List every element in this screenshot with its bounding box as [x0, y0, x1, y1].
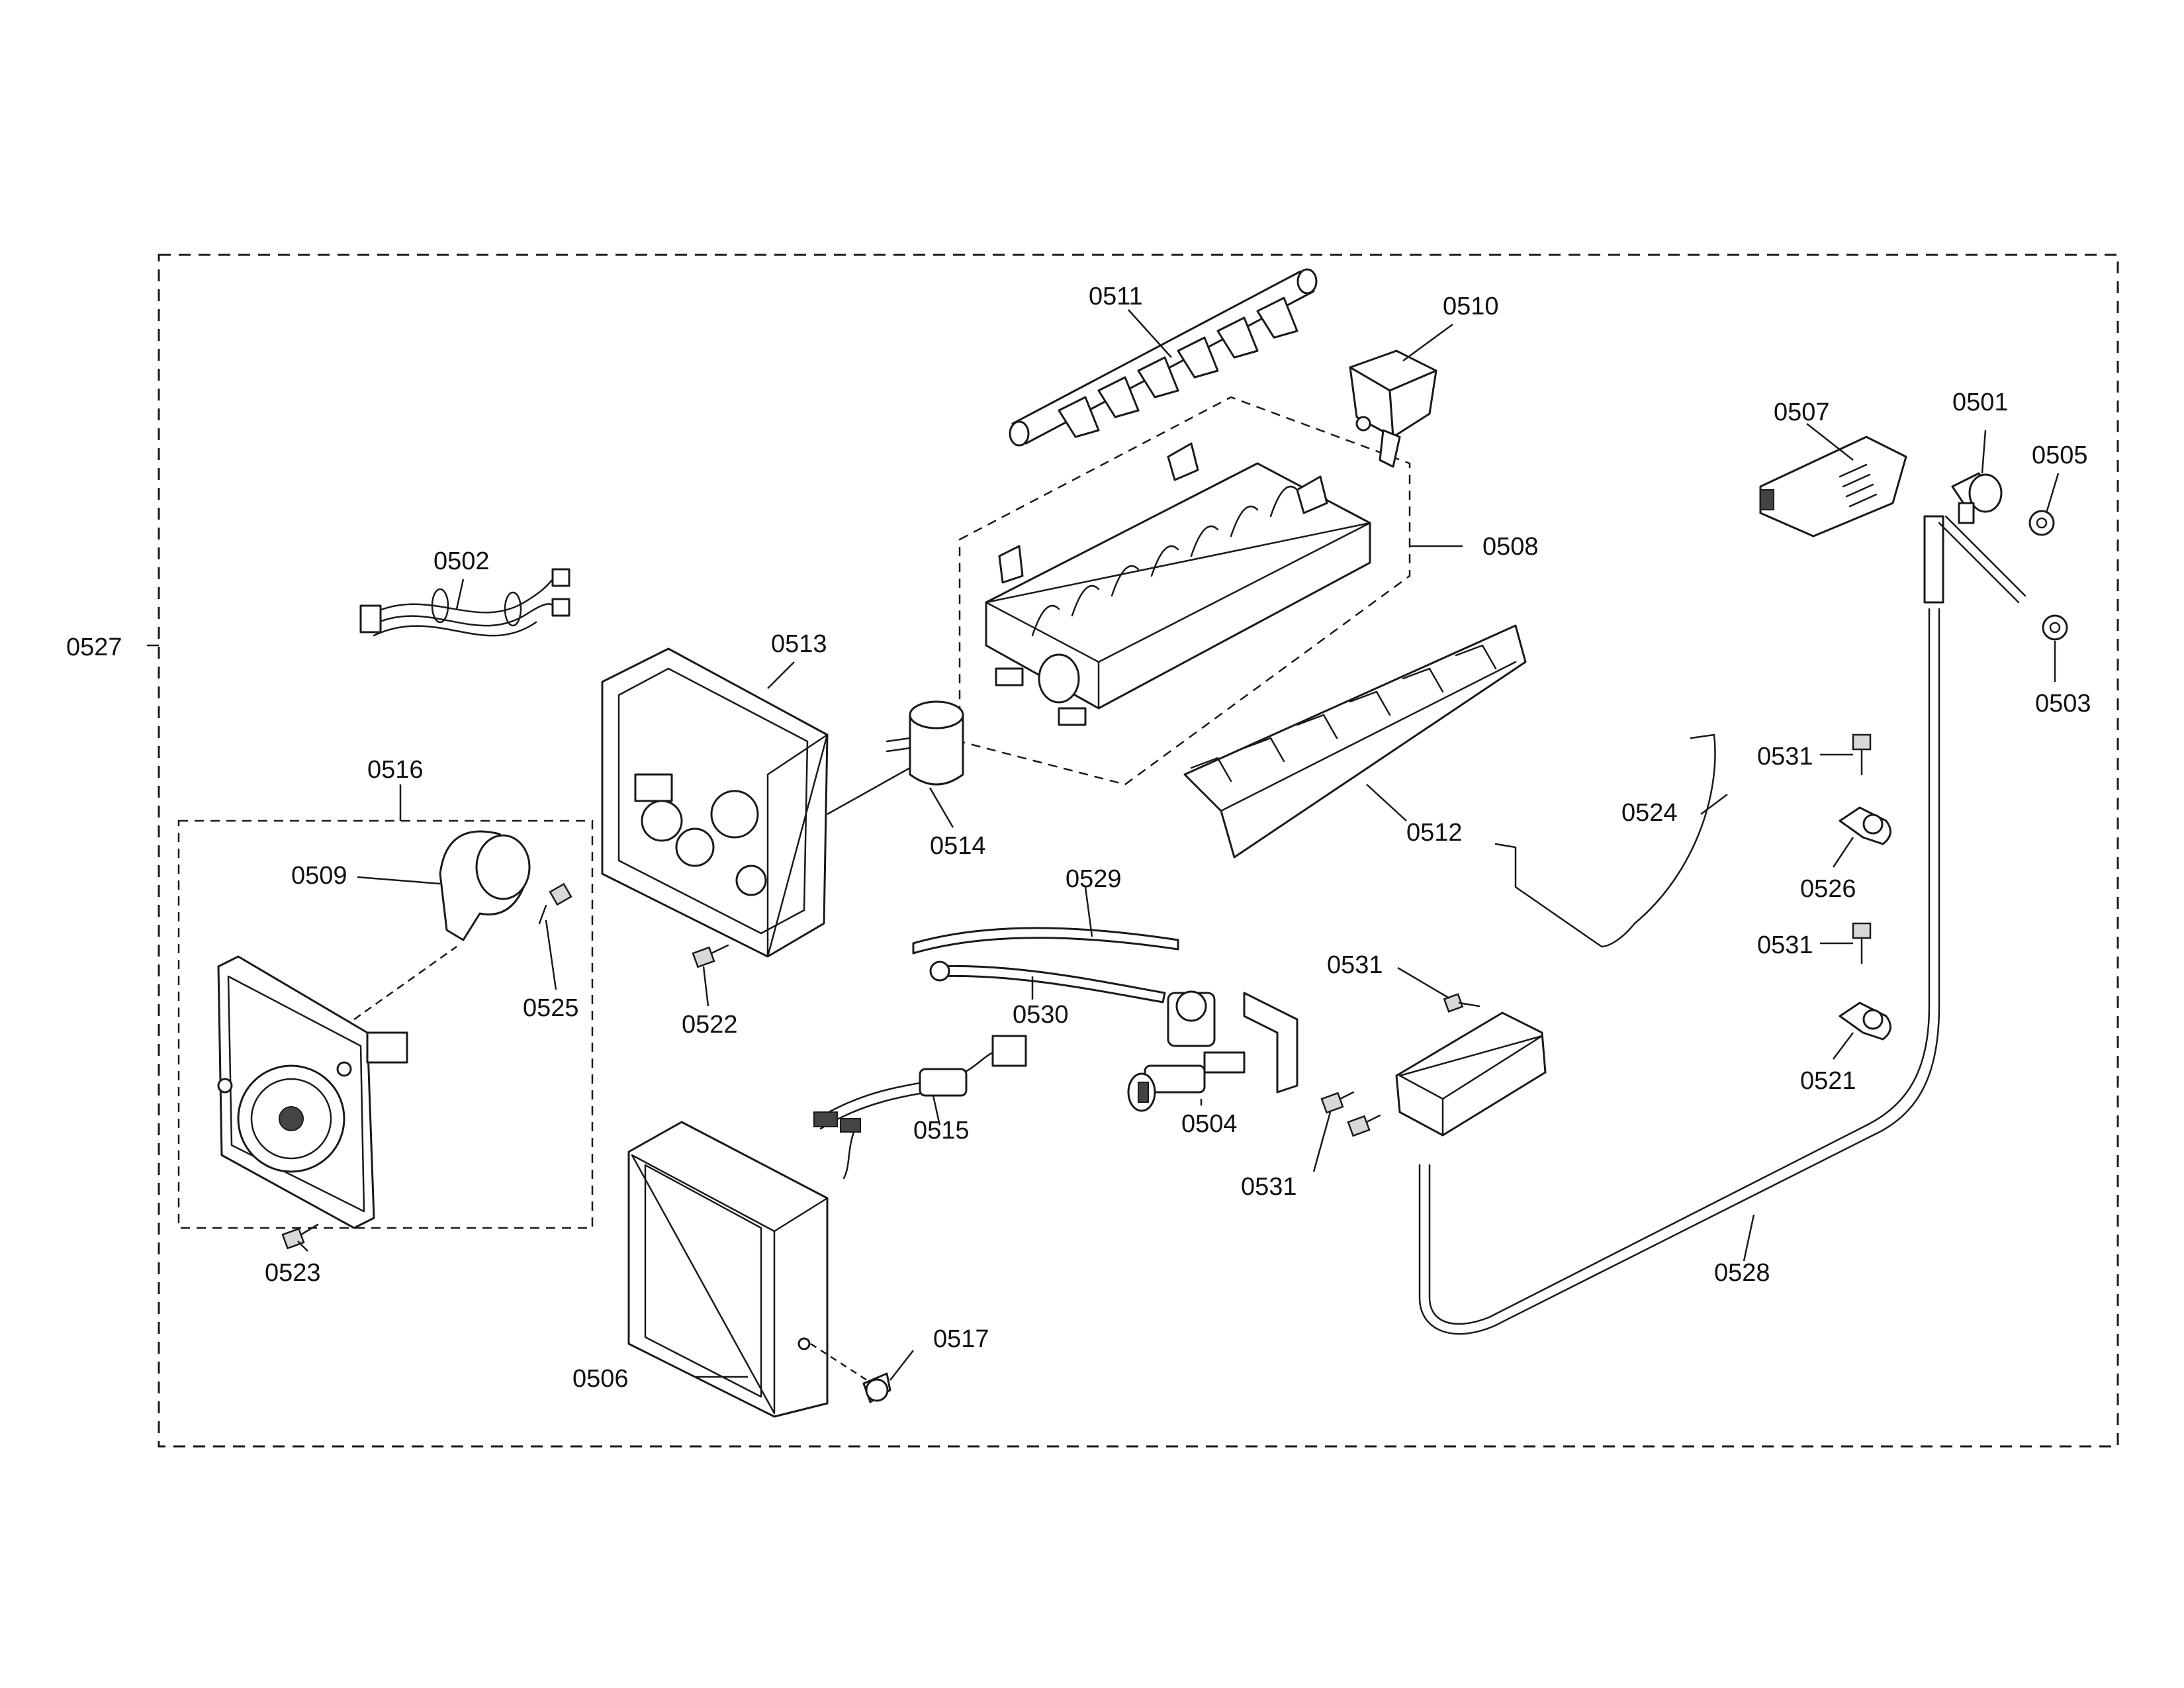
subassembly-0516-boundary [177, 820, 594, 1229]
washer-0505[interactable] [2028, 510, 2055, 536]
shutoff-arm-0524[interactable] [1494, 733, 1716, 948]
label-0530: 0530 [1013, 1001, 1069, 1029]
label-0509: 0509 [291, 862, 347, 890]
label-0523: 0523 [265, 1259, 321, 1287]
clip-0521[interactable] [1839, 1002, 1891, 1041]
label-0513: 0513 [771, 630, 827, 658]
label-0504: 0504 [1181, 1110, 1238, 1138]
label-0525: 0525 [523, 994, 579, 1022]
screw-0523[interactable] [281, 1223, 319, 1250]
label-0529: 0529 [1066, 865, 1122, 893]
screw-0531-bracket[interactable] [1443, 993, 1480, 1013]
ice-stripper-0512[interactable] [1183, 624, 1527, 859]
label-0526: 0526 [1800, 875, 1856, 903]
label-0528: 0528 [1714, 1259, 1770, 1287]
label-0512: 0512 [1406, 819, 1463, 847]
label-0515: 0515 [913, 1117, 970, 1145]
drive-motor-0509[interactable] [439, 830, 531, 941]
motor-0514[interactable] [827, 700, 964, 816]
fill-cup-0510[interactable] [1349, 350, 1437, 468]
control-housing-0513[interactable] [601, 647, 829, 958]
screw-0525[interactable] [538, 882, 572, 925]
label-0511: 0511 [1089, 283, 1143, 310]
label-0510: 0510 [1443, 293, 1499, 320]
mounting-plate-0516[interactable] [217, 945, 457, 1229]
screw-0531-upper[interactable] [1852, 733, 1872, 776]
clip-0526[interactable] [1839, 806, 1891, 845]
label-0505: 0505 [2032, 442, 2088, 469]
washer-0503[interactable] [2042, 614, 2068, 641]
tube-0529[interactable] [912, 927, 1179, 955]
screw-0531-pair[interactable] [1320, 1091, 1381, 1137]
assembly-boundary [158, 254, 2119, 1448]
fill-tube-0528[interactable] [1418, 515, 1944, 1335]
part-labels: 0527 0511 0510 0508 0507 0501 0505 0503 … [66, 283, 2091, 1393]
wiring-plug-0515[interactable] [813, 1035, 1027, 1180]
label-0514: 0514 [930, 832, 986, 860]
label-0531-bracket: 0531 [1327, 951, 1383, 979]
wire-harness-0502[interactable] [359, 568, 570, 637]
bracket-0531[interactable] [1395, 1011, 1547, 1137]
mounting-bracket-0507[interactable] [1759, 436, 1907, 538]
label-0522: 0522 [682, 1011, 738, 1039]
label-0508: 0508 [1482, 533, 1539, 561]
label-0531-pair: 0531 [1241, 1173, 1297, 1201]
plug-0517[interactable] [810, 1342, 891, 1403]
label-0501: 0501 [1952, 389, 2009, 416]
screw-0531-lower[interactable] [1852, 922, 1872, 964]
label-0517: 0517 [933, 1325, 989, 1353]
leader-lines [147, 309, 2060, 1381]
ice-mold-0508[interactable] [985, 442, 1371, 726]
fitting-0501[interactable] [1938, 472, 2026, 604]
label-0503: 0503 [2035, 690, 2091, 718]
label-0507: 0507 [1774, 399, 1830, 426]
water-valve-0504[interactable] [1127, 990, 1298, 1112]
label-0521: 0521 [1800, 1067, 1856, 1095]
label-0531-upper: 0531 [1757, 743, 1813, 771]
screw-0522[interactable] [692, 944, 729, 968]
ejector-shaft-0511[interactable] [1009, 268, 1318, 447]
label-0506: 0506 [572, 1365, 629, 1393]
label-0531-lower: 0531 [1757, 931, 1813, 959]
label-0527: 0527 [66, 633, 122, 661]
label-0524: 0524 [1621, 799, 1678, 827]
cover-0506[interactable] [627, 1121, 829, 1418]
label-0502: 0502 [433, 547, 490, 575]
label-0516: 0516 [367, 756, 424, 784]
tube-0530[interactable] [929, 961, 1166, 1004]
